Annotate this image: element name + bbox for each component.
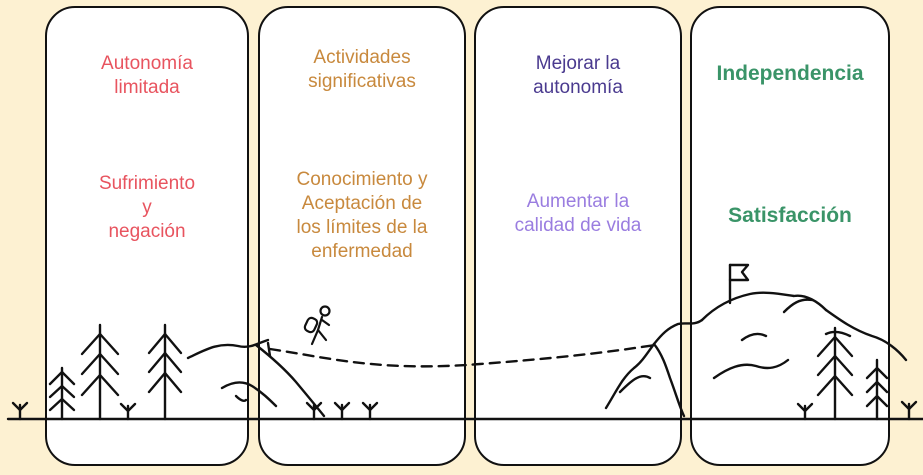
sprout-icon [361,401,379,421]
sprout-icon [900,400,918,421]
sprout-icon [796,402,814,421]
flag-icon [728,263,750,305]
stage-1-subtitle: Sufrimiento y negación [98,173,196,242]
stage-2-subtitle: Conocimiento y Aceptación de los límites… [296,169,428,262]
tree-icon [865,358,889,421]
stage-panel-3: Mejorar la autonomía Aumentar la calidad… [474,6,682,466]
tree-icon [80,323,120,421]
stage-3-subtitle: Aumentar la calidad de vida [514,191,642,236]
tree-icon [48,366,76,421]
stage-2-title: Actividades significativas [308,47,416,92]
hiker-icon [303,305,331,346]
stage-3-title: Mejorar la autonomía [533,53,623,98]
stage-1-title: Autonomía limitada [101,53,193,98]
stage-panel-4: Independencia Satisfacción [690,6,890,466]
rope-path [268,343,657,368]
sprout-icon [119,402,137,421]
stage-4-subtitle: Satisfacción [728,204,852,227]
tree-icon [147,323,183,421]
mountain-icon [604,291,908,418]
stage-panel-2: Actividades significativas Conocimiento … [258,6,466,466]
stage-panel-1: Autonomía limitada Sufrimiento y negació… [45,6,249,466]
sprout-icon [11,401,29,421]
sprout-icon [333,401,351,421]
tree-icon [816,326,854,421]
sprout-icon [305,401,323,421]
hill-icon [186,338,326,418]
stage-4-title: Independencia [716,62,864,85]
